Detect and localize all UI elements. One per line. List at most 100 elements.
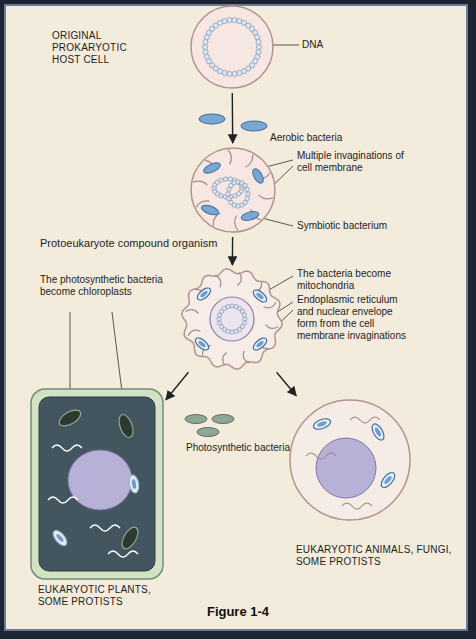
drawing-part bbox=[230, 304, 234, 308]
drawing-part bbox=[242, 313, 246, 317]
drawing-part bbox=[232, 71, 237, 76]
part-label: Aerobic bacteria bbox=[270, 132, 380, 144]
drawing-part bbox=[193, 181, 208, 185]
drawing-part bbox=[119, 525, 141, 552]
part-label: Multiple invaginations of cell membrane bbox=[297, 150, 407, 174]
drawing-part bbox=[251, 336, 268, 352]
drawing-part bbox=[228, 177, 232, 181]
host-cell: ORIGINAL PROKARYOTIC HOST CELL bbox=[188, 4, 276, 90]
drawing-part bbox=[255, 292, 264, 300]
arrow-connector bbox=[277, 372, 297, 395]
drawing-part bbox=[215, 275, 221, 287]
drawing-part bbox=[237, 70, 242, 75]
cell-type-name: EUKARYOTIC ANIMALS, FUNGI, SOME PROTISTS bbox=[296, 544, 456, 568]
callout-text: Endoplasmic reticulum and nuclear envelo… bbox=[297, 294, 415, 342]
drawing-part bbox=[226, 192, 230, 196]
drawing-part bbox=[222, 18, 227, 23]
cell-drawing bbox=[188, 4, 276, 90]
drawing-part bbox=[116, 413, 135, 440]
drawing-part bbox=[191, 148, 275, 232]
drawing-part bbox=[223, 177, 227, 181]
leader-lines bbox=[70, 45, 299, 424]
animal-cell: EUKARYOTIC ANIMALS, FUNGI, SOME PROTISTS bbox=[288, 398, 412, 522]
drawing-part bbox=[202, 161, 222, 176]
drawing-part bbox=[251, 288, 268, 304]
drawing-part bbox=[256, 39, 261, 44]
part-label: Symbiotic bacterium bbox=[297, 220, 417, 232]
drawing-part bbox=[203, 49, 208, 54]
plant-cell: EUKARYOTIC PLANTS, SOME PROTISTS bbox=[30, 388, 164, 580]
drawing-part bbox=[246, 154, 253, 167]
cell-drawing bbox=[180, 268, 284, 370]
bacterium bbox=[199, 114, 225, 124]
drawing-part bbox=[119, 525, 141, 552]
drawing-part bbox=[350, 417, 380, 423]
drawing-part bbox=[51, 528, 69, 548]
drawing-part bbox=[226, 305, 230, 309]
bacterium bbox=[185, 415, 207, 424]
drawing-part bbox=[227, 18, 232, 23]
drawing-part bbox=[264, 302, 276, 308]
drawing-part bbox=[230, 330, 234, 334]
drawing-part bbox=[39, 397, 155, 571]
drawing-part bbox=[316, 438, 376, 498]
drawing-part bbox=[48, 497, 78, 503]
drawing-part bbox=[342, 503, 372, 509]
drawing-part bbox=[217, 317, 221, 321]
drawing-part bbox=[203, 39, 208, 44]
host-cell-title: ORIGINAL PROKARYOTIC HOST CELL bbox=[52, 30, 136, 66]
drawing-part bbox=[240, 210, 259, 222]
bacterium bbox=[212, 415, 234, 424]
callout-text: The photosynthetic bacteria become chlor… bbox=[40, 274, 170, 298]
arrow-connector bbox=[232, 93, 234, 143]
bacterium bbox=[197, 428, 219, 437]
drawing-part bbox=[256, 49, 261, 54]
drawing-part bbox=[195, 286, 212, 302]
drawing-part bbox=[255, 35, 260, 40]
part-label: Photosynthetic bacteria bbox=[186, 442, 296, 454]
drawing-part bbox=[108, 551, 138, 557]
drawing-part bbox=[251, 336, 268, 352]
drawing-part bbox=[204, 54, 209, 59]
drawing-part bbox=[251, 288, 268, 304]
cell-drawing bbox=[188, 146, 278, 234]
drawing-part bbox=[233, 194, 237, 198]
drawing-part bbox=[256, 44, 261, 49]
drawing-part bbox=[116, 413, 135, 440]
drawing-part bbox=[197, 340, 206, 348]
drawing-part bbox=[31, 389, 163, 579]
drawing-part bbox=[228, 149, 231, 164]
drawing-part bbox=[182, 269, 282, 369]
arrow-connector bbox=[166, 372, 189, 400]
drawing-part bbox=[235, 216, 238, 231]
drawing-part bbox=[186, 310, 199, 314]
drawing-part bbox=[379, 470, 397, 490]
drawing-part bbox=[379, 470, 397, 490]
organism-name: Protoeukaryote compound organism bbox=[40, 237, 220, 250]
drawing-part bbox=[188, 330, 200, 336]
drawing-part bbox=[193, 336, 210, 352]
cell-drawing bbox=[30, 388, 164, 580]
drawing-part bbox=[57, 407, 84, 429]
drawing-part bbox=[243, 317, 247, 321]
transition-cell: The bacteria become mitochondriaEndoplas… bbox=[180, 268, 284, 370]
drawing-part bbox=[52, 445, 82, 451]
drawing-part bbox=[55, 533, 64, 543]
drawing-part bbox=[383, 475, 392, 485]
drawing-part bbox=[237, 273, 241, 286]
drawing-part bbox=[317, 420, 328, 427]
drawing-part bbox=[259, 195, 274, 199]
photosynthetic-bacteria bbox=[185, 415, 234, 437]
drawing-part bbox=[191, 6, 273, 88]
drawing-part bbox=[374, 427, 382, 438]
drawing-part bbox=[68, 450, 132, 510]
drawing-part bbox=[131, 479, 137, 489]
drawing-part bbox=[200, 203, 220, 217]
drawing-part bbox=[370, 422, 387, 442]
drawing-part bbox=[128, 474, 140, 493]
drawing-part bbox=[218, 321, 222, 325]
drawing-part bbox=[290, 400, 410, 520]
cell-type-name: EUKARYOTIC PLANTS, SOME PROTISTS bbox=[38, 584, 178, 608]
